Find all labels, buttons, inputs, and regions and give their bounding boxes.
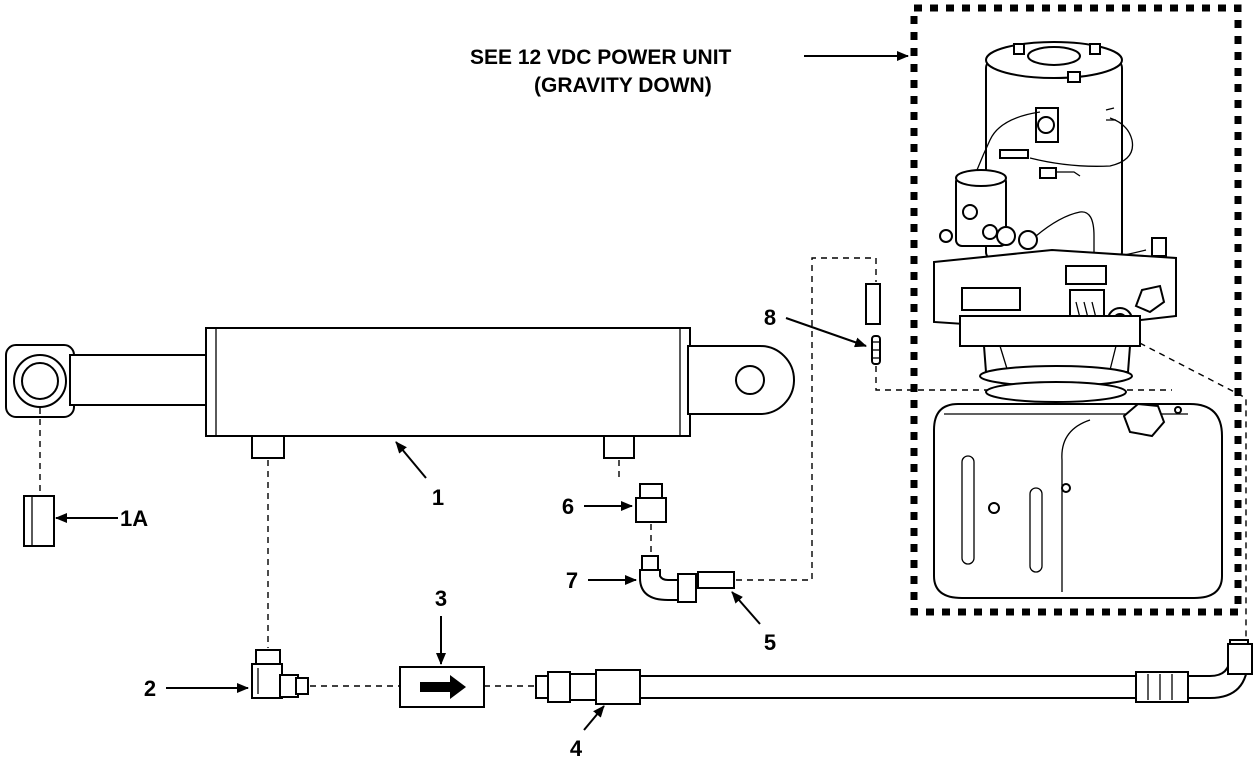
callout-8: 8	[764, 305, 776, 330]
hydraulic-cylinder	[5, 327, 795, 459]
elbow-fitting-2	[251, 649, 309, 699]
breather-cap-8	[871, 335, 881, 365]
callout-leaders	[55, 51, 909, 731]
callout-1a: 1A	[120, 506, 148, 531]
cylinder-barrel	[205, 327, 691, 437]
port-rear	[603, 435, 635, 459]
power-unit	[933, 41, 1223, 599]
power-unit-note-line2: (GRAVITY DOWN)	[534, 74, 712, 97]
tube-5	[697, 571, 735, 589]
spacer-1a	[23, 495, 55, 547]
callout-7: 7	[566, 568, 578, 593]
callout-3: 3	[435, 586, 447, 611]
rod-eye	[5, 344, 75, 418]
flow-valve-3	[399, 666, 485, 708]
adapter-fitting-6	[635, 483, 667, 523]
callout-1: 1	[432, 485, 444, 510]
tube-section-upper	[865, 283, 881, 325]
callout-5: 5	[764, 630, 776, 655]
callout-4: 4	[570, 736, 583, 761]
power-unit-note-line1: SEE 12 VDC POWER UNIT	[470, 46, 732, 69]
power-unit-boundary	[910, 4, 1242, 616]
callout-6: 6	[562, 494, 574, 519]
piston-rod	[69, 354, 209, 406]
elbow-fitting-7	[639, 555, 697, 603]
rear-clevis	[687, 345, 795, 415]
hydraulic-hose-4	[535, 639, 1253, 705]
callout-2: 2	[144, 676, 156, 701]
port-front	[251, 435, 285, 459]
